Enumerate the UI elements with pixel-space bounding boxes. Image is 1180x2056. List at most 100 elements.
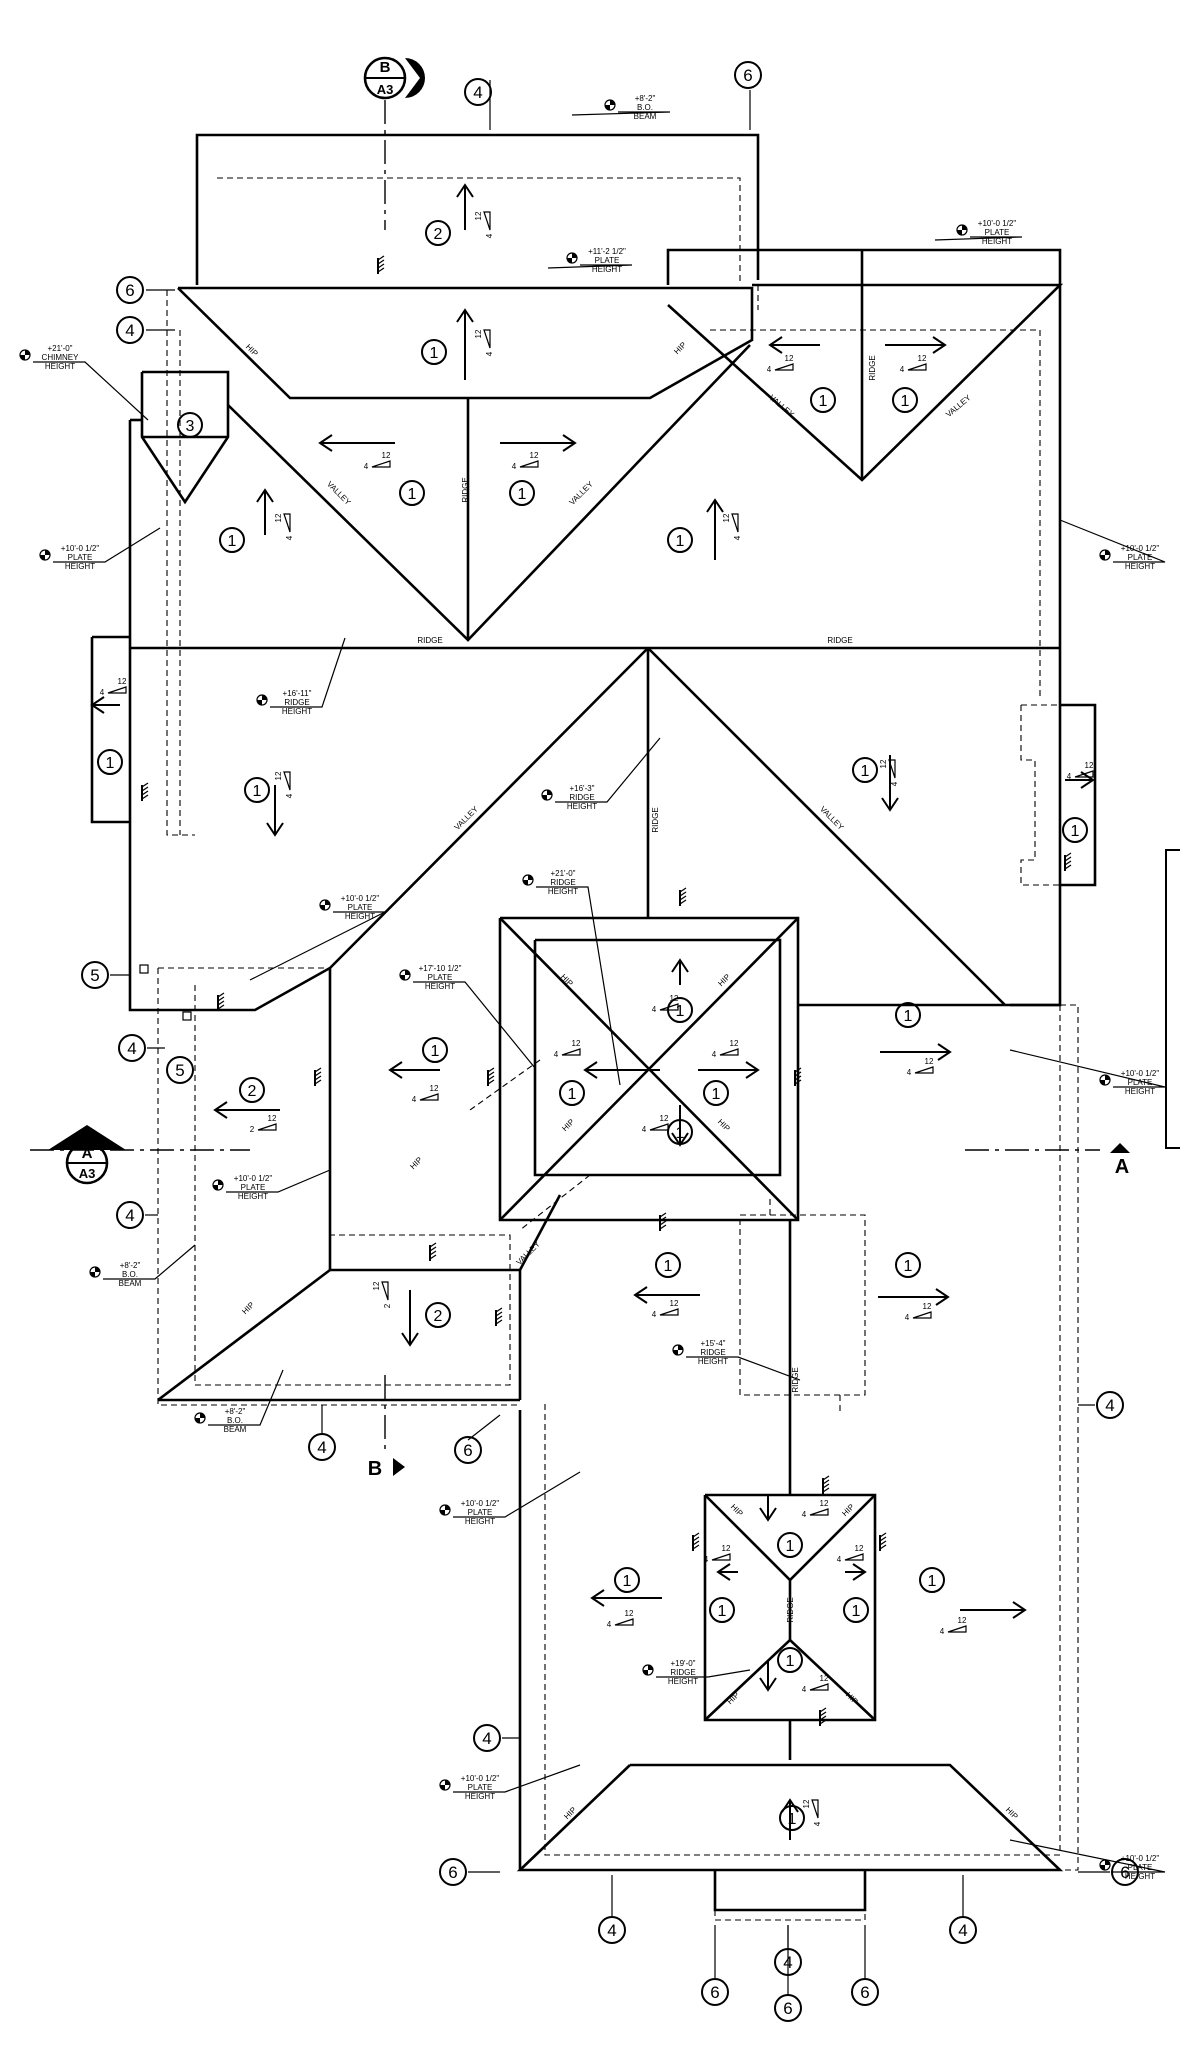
slope-triangle: [809, 1508, 829, 1516]
slope-run: 12: [722, 1544, 731, 1553]
keynote-circle: [895, 1252, 921, 1278]
wall-hatch-tick: [314, 1075, 322, 1081]
keynote-circle: [1096, 1391, 1124, 1419]
arrow-head: [1080, 771, 1095, 789]
wall-hatch-tick: [819, 1711, 827, 1717]
slope-symbol: 122: [250, 1114, 277, 1134]
slope-run: 12: [474, 329, 483, 338]
slope-triangle: [844, 1553, 864, 1561]
arrow-head: [937, 1043, 952, 1061]
elevation-line3: HEIGHT: [1125, 1087, 1155, 1096]
slope-triangle: [257, 1123, 277, 1131]
elevation-line3: HEIGHT: [465, 1517, 495, 1526]
wall-hatch-tick: [879, 1540, 887, 1546]
slope-rise: 4: [940, 1627, 945, 1636]
elevation-value: +10'-0 1/2": [978, 219, 1017, 228]
slope-symbol: 124: [100, 677, 127, 697]
keynote-1: 1: [676, 533, 685, 550]
elevation-line3: HEIGHT: [982, 237, 1012, 246]
wall-hatch-tick: [819, 1715, 827, 1721]
slope-symbol: 124: [802, 1674, 829, 1694]
adjacent-sheet-edge: [1165, 849, 1180, 1149]
downspout-box: [182, 1011, 192, 1021]
slope-symbol: 124: [712, 1039, 739, 1059]
hip-line-label: HIP: [562, 1805, 578, 1821]
elevation-line3: HEIGHT: [1125, 1872, 1155, 1881]
slope-symbol: 124: [879, 759, 899, 786]
keynote-6: 6: [448, 1863, 457, 1882]
wall-hatch-tick: [1064, 856, 1072, 862]
elevation-callouts: +8'-2"B.O.BEAM+10'-0 1/2"PLATEHEIGHT+11'…: [19, 94, 1166, 1881]
arrow-head: [935, 1288, 950, 1306]
slope-rise: 2: [383, 1303, 392, 1308]
arrow-head: [671, 958, 689, 973]
keynote-circle: [421, 339, 447, 365]
slope-rise: 4: [285, 535, 294, 540]
wall-hatch-tick: [487, 1067, 495, 1073]
slope-run: 12: [572, 1039, 581, 1048]
wall-hatch-tick: [692, 1536, 700, 1542]
keynote-circle: [464, 78, 492, 106]
keynote-1: 1: [431, 1043, 440, 1060]
roof-line: [667, 283, 1064, 482]
elevation-value: +10'-0 1/2": [1121, 1069, 1160, 1078]
keynote-1: 1: [852, 1603, 861, 1620]
slope-symbol: 124: [512, 451, 539, 471]
slope-run: 12: [879, 759, 888, 768]
elevation-target-fill: [1100, 550, 1110, 560]
arrow-head: [881, 797, 899, 812]
slope-symbol: 124: [554, 1039, 581, 1059]
slope-run: 12: [274, 513, 283, 522]
arrow-head: [562, 434, 577, 452]
elevation-line2: PLATE: [68, 553, 93, 562]
slope-run: 12: [118, 677, 127, 686]
elevation-leader: [453, 1471, 581, 1518]
elevation-value: +16'-3": [569, 784, 594, 793]
keynote-circle: [509, 480, 535, 506]
keynote-1: 1: [819, 393, 828, 410]
keynote-6: 6: [783, 1999, 792, 2018]
overhang-line: [1021, 704, 1061, 885]
slope-run: 12: [802, 1799, 811, 1808]
keynote-1: 1: [106, 755, 115, 772]
elevation-value: +11'-2 1/2": [588, 247, 626, 256]
keynote-circle: [425, 220, 451, 246]
roof-line: [140, 370, 230, 505]
slope-triangle: [809, 1683, 829, 1691]
elevation-value: +16'-11": [283, 689, 312, 698]
keynote-1: 1: [904, 1258, 913, 1275]
slope-run: 12: [1085, 761, 1094, 770]
keynote-circle: [399, 480, 425, 506]
slope-rise: 4: [733, 535, 742, 540]
wall-hatch-tick: [679, 895, 687, 901]
elevation-line2: PLATE: [348, 903, 373, 912]
elevation-value: +10'-0 1/2": [461, 1499, 500, 1508]
keynote-circle: [852, 757, 878, 783]
keynote-4: 4: [125, 1206, 134, 1225]
elevation-value: +8'-2": [225, 1407, 246, 1416]
keynote-circle: [81, 961, 109, 989]
valley-line-label: VALLEY: [818, 805, 846, 833]
wall-hatch-tick: [794, 1079, 802, 1085]
slope-triangle: [381, 1281, 389, 1301]
wall-hatch-tick: [429, 1250, 437, 1256]
slope-symbol: 124: [652, 1299, 679, 1319]
roof-line: [1010, 285, 1062, 1007]
overhang-line: [544, 1005, 1061, 1856]
slope-run: 12: [925, 1057, 934, 1066]
elevation-target-fill: [257, 695, 267, 705]
elevation-line3: HEIGHT: [1125, 562, 1155, 571]
elevation-leader: [547, 264, 633, 269]
slope-symbol: 124: [607, 1609, 634, 1629]
keynote-6: 6: [463, 1441, 472, 1460]
arrow-head: [759, 1677, 777, 1692]
elevation-leader: [686, 1356, 801, 1381]
keynote-circle: [851, 1978, 879, 2006]
